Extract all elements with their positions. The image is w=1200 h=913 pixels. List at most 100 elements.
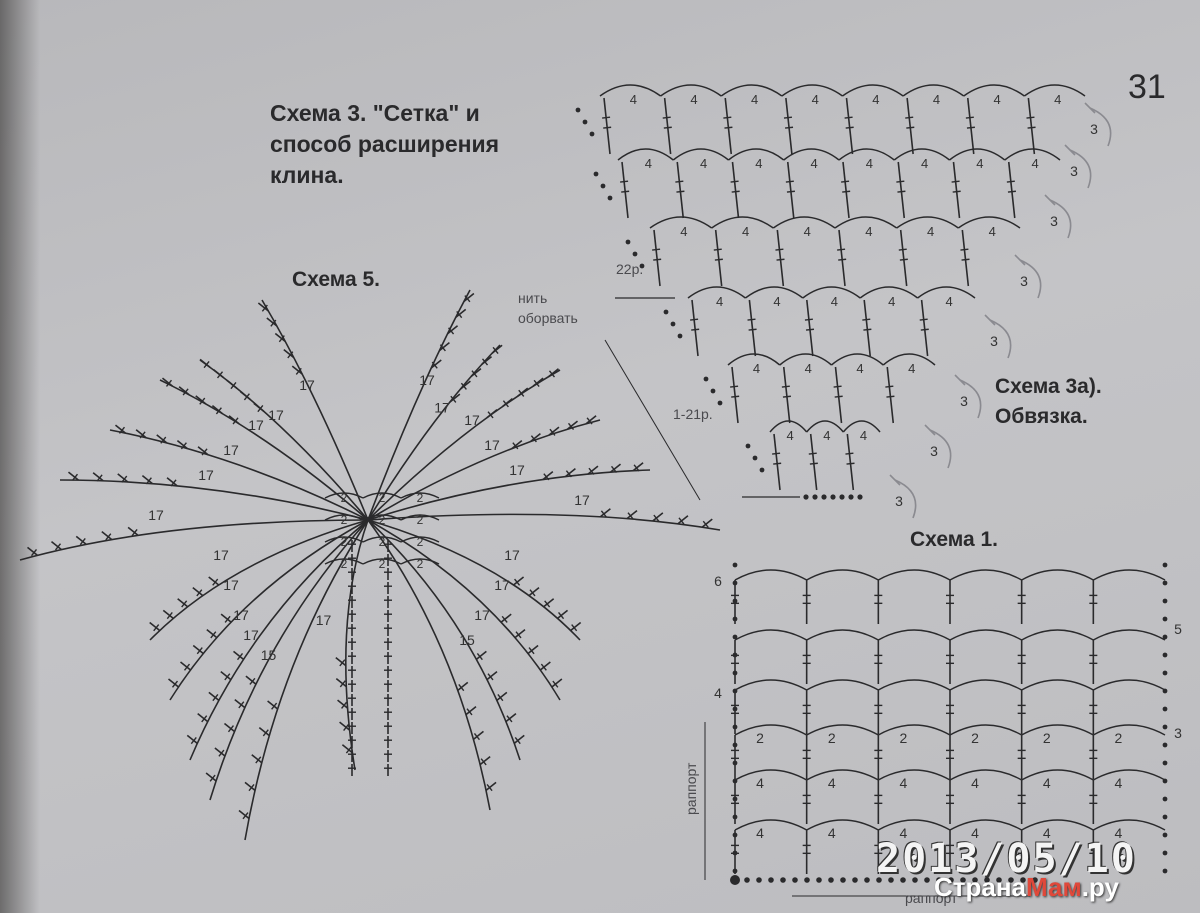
chain-arch xyxy=(859,286,919,299)
chain-arch xyxy=(1004,148,1061,161)
stitch-bar xyxy=(230,381,237,390)
chain-dot xyxy=(1162,814,1168,820)
chain-count-label: 2 xyxy=(971,730,979,746)
stitch-post xyxy=(570,621,582,632)
stitch-bar xyxy=(287,351,294,359)
stitch-bar xyxy=(464,295,471,303)
stitch-bar xyxy=(690,318,699,321)
stitch-bar xyxy=(529,589,536,597)
grid-arch xyxy=(1092,724,1166,736)
scheme-3a-title: Схема 3а). Обвязка. xyxy=(995,375,1102,428)
grid-arch xyxy=(1021,769,1094,781)
chain-count-label: 4 xyxy=(933,92,940,107)
stitch-post xyxy=(621,161,629,219)
stitch-post xyxy=(465,705,477,716)
grid-arch xyxy=(1021,819,1094,831)
stitch-bar xyxy=(965,116,974,119)
chain-count-label: 17 xyxy=(509,462,525,478)
stitch-bar xyxy=(139,431,146,439)
stitch-post xyxy=(176,439,188,450)
chain-count-label: 2 xyxy=(900,730,908,746)
chain-arch xyxy=(917,286,976,299)
chain-count-label: 4 xyxy=(856,361,863,376)
grid-arch xyxy=(734,629,808,641)
stitch-bar xyxy=(966,126,975,129)
grid-arch xyxy=(949,629,1023,641)
stitch-bar xyxy=(243,393,250,401)
stitch-post xyxy=(557,609,569,620)
stitch-bar xyxy=(212,693,219,702)
stitch-bar xyxy=(224,615,231,623)
stitch-bar xyxy=(1006,180,1015,183)
chain-count-label: 17 xyxy=(223,577,239,593)
chain-dot xyxy=(732,580,738,586)
chain-count-label: 4 xyxy=(1043,775,1051,791)
centre-arch xyxy=(400,536,440,543)
stitch-bar xyxy=(209,774,216,782)
chain-arch xyxy=(949,148,1006,161)
centre-arch xyxy=(324,558,364,565)
stitch-bar xyxy=(838,258,847,261)
stitch-post xyxy=(258,726,270,737)
chain-count-label: 4 xyxy=(860,428,867,443)
stitch-bar xyxy=(180,442,187,450)
site-watermark: СтранаМам.ру xyxy=(934,872,1119,903)
stitch-bar xyxy=(255,756,262,764)
leaf-chain xyxy=(367,469,651,521)
leaf-chain xyxy=(109,429,369,521)
chain-count-label: 4 xyxy=(900,825,908,841)
edging-mark xyxy=(1064,144,1076,156)
stitch-post xyxy=(539,661,551,671)
stitch-bar xyxy=(196,647,203,655)
edging-arc xyxy=(959,379,982,419)
stitch-post xyxy=(511,439,523,450)
chain-count-label: 2 xyxy=(341,535,348,549)
stitch-bar xyxy=(476,653,483,661)
stitch-post xyxy=(26,546,38,556)
stitch-bar xyxy=(846,462,855,465)
stitch-post xyxy=(845,97,854,155)
chain-count-label: 2 xyxy=(379,535,386,549)
chain-count-label: 4 xyxy=(1115,825,1123,841)
stitch-bar xyxy=(662,116,671,119)
chain-arch xyxy=(728,148,785,161)
chain-dot xyxy=(670,321,676,327)
chain-count-label: 3 xyxy=(960,393,968,409)
stitch-bar xyxy=(248,784,255,792)
chain-count-label: 3 xyxy=(1020,273,1028,289)
stitch-bar xyxy=(919,318,928,321)
chain-dot xyxy=(732,850,738,856)
chain-dot xyxy=(732,868,738,874)
chain-count-label: 4 xyxy=(1054,92,1061,107)
chain-count-label: 17 xyxy=(494,577,510,593)
chain-count-label: 4 xyxy=(888,294,895,309)
stitch-bar xyxy=(786,190,795,193)
leaf-chain xyxy=(367,519,491,811)
stitch-post xyxy=(220,670,232,681)
stitch-post xyxy=(50,540,62,551)
grid-arch xyxy=(1092,819,1166,831)
stitch-bar xyxy=(181,600,188,608)
chain-arch xyxy=(834,216,898,229)
grid-arch xyxy=(1021,724,1094,736)
stitch-bar xyxy=(160,436,167,444)
grid-arch xyxy=(949,724,1023,736)
grid-arch xyxy=(1092,569,1166,581)
stitch-bar xyxy=(460,382,467,390)
chain-dot xyxy=(732,760,738,766)
chain-count-label: 4 xyxy=(872,92,879,107)
stitch-post xyxy=(475,650,487,661)
stitch-post xyxy=(748,299,757,357)
leaf-chain xyxy=(367,419,601,521)
stitch-post xyxy=(455,308,467,319)
stitch-bar xyxy=(257,405,264,413)
stitch-bar xyxy=(170,479,177,487)
stitch-bar xyxy=(772,452,781,455)
stitch-bar xyxy=(809,462,818,465)
stitch-bar xyxy=(544,600,551,608)
chain-dot xyxy=(745,443,751,449)
chain-count-label: 2 xyxy=(379,491,386,505)
stitch-post xyxy=(543,598,555,608)
stitch-post xyxy=(226,379,238,389)
chain-count-label: 2 xyxy=(1115,730,1123,746)
